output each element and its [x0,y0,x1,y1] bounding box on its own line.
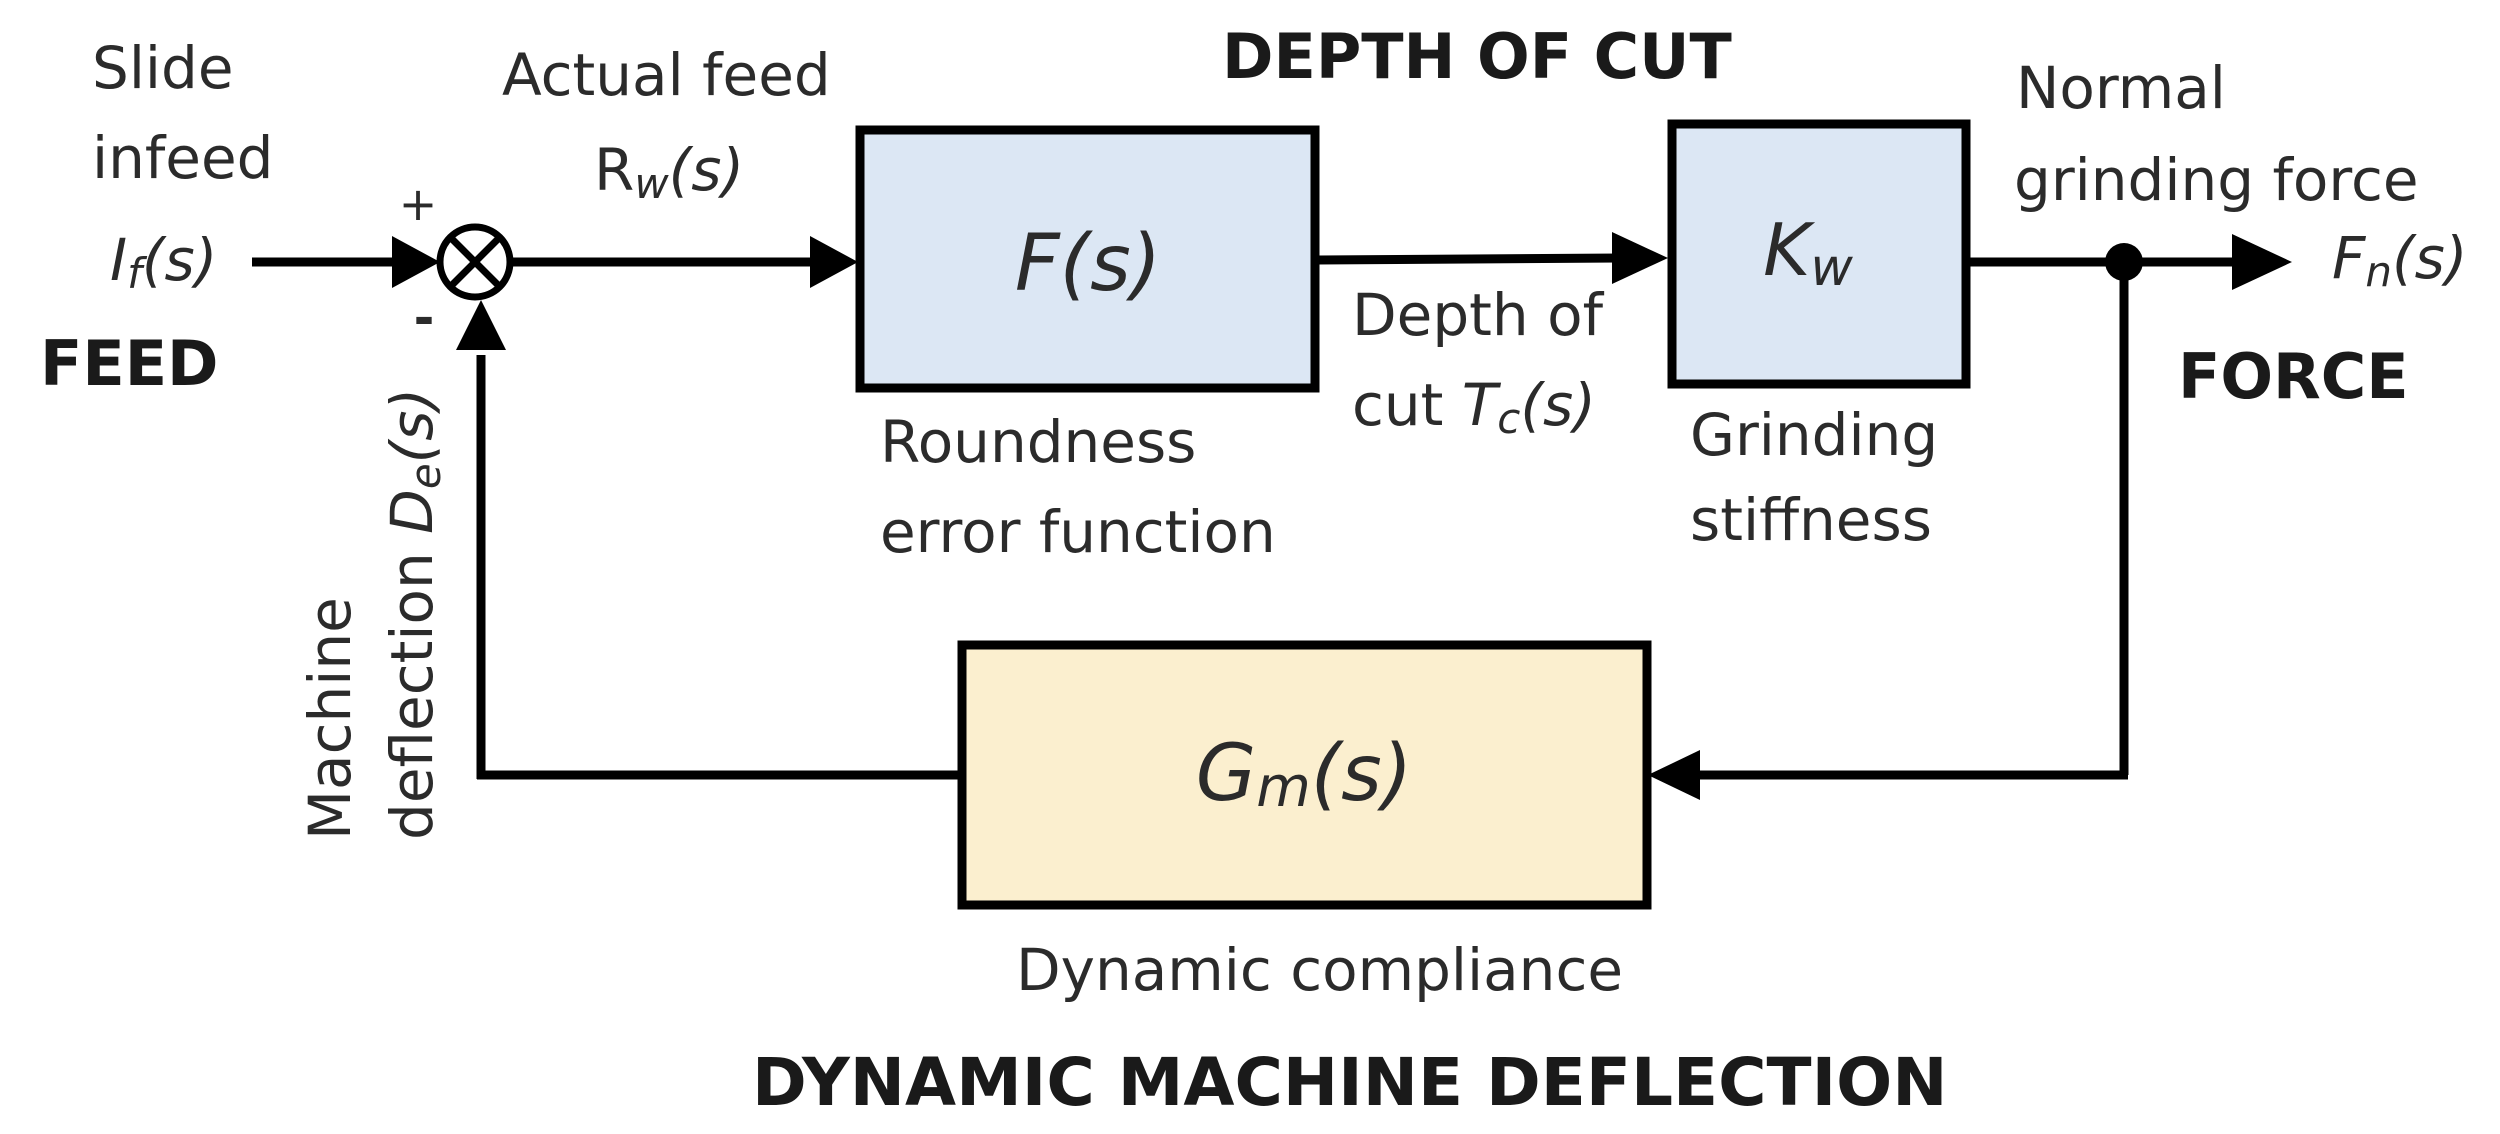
dynamic-machine-deflection-heading: DYNAMIC MACHINE DEFLECTION [752,1044,1947,1121]
signal-lines [252,253,2240,780]
stiffness-caption-line2: stiffness [1690,486,1932,554]
stiffness-caption-line1: Grinding [1690,401,1938,469]
feedback-label-line1: Machine [296,597,364,840]
feedback-label-text: deflection [378,534,446,840]
actual-feed-symbol-main: R [594,136,634,204]
compliance-block-symbol: Gm(s) [1196,729,1413,820]
compliance-block-box [957,640,1652,910]
arrow-force-output [2232,234,2292,290]
depth-of-cut-symbol-main: T [1462,371,1502,439]
output-symbol-arg: (s) [2392,224,2467,292]
compliance-symbol-sub: m [1256,755,1311,820]
takeoff-point [2105,243,2143,281]
depth-of-cut-label-line2: cut Tc(s) [1352,371,1596,443]
depth-of-cut-label-text: cut [1352,371,1462,439]
roundness-caption-line1: Roundness [880,408,1196,476]
input-symbol: If(s) [110,226,217,298]
feedback-label-line2: deflection De(s) [378,388,450,840]
output-label-line2: grinding force [2014,146,2419,214]
compliance-caption: Dynamic compliance [1016,936,1623,1004]
compliance-block: Gm(s) [957,640,1652,910]
depth-of-cut-label-line1: Depth of [1352,281,1605,349]
depth-of-cut-symbol-sub: c [1497,394,1520,443]
roundness-caption-line2: error function [880,498,1276,566]
actual-feed-symbol: Rw(s) [594,136,744,208]
feedback-symbol-sub: e [401,463,450,489]
stiffness-block-box [1667,119,1971,389]
arrow-into-roundness-block [810,236,858,288]
stiffness-block: Kw [1667,119,1971,389]
summing-junction-cross-b [447,234,503,290]
actual-feed-symbol-arg: (s) [669,136,744,204]
force-heading: FORCE [2178,340,2409,413]
junction-minus-sign: - [414,289,435,347]
stiffness-symbol-sub: w [1810,238,1853,298]
arrow-into-stiffness-block [1612,232,1668,284]
actual-feed-symbol-sub: w [634,159,669,208]
stiffness-symbol-main: K [1763,208,1815,292]
input-label-line2: infeed [92,124,273,192]
arrow-up-into-junction [456,300,506,350]
output-symbol: Fn(s) [2332,224,2467,296]
output-label-line1: Normal [2016,54,2226,122]
stiffness-block-symbol: Kw [1763,208,1853,298]
junction-plus-sign: + [399,177,438,231]
input-symbol-main: I [110,226,127,294]
depth-of-cut-symbol-arg: (s) [1520,371,1595,439]
input-label-line1: Slide [92,34,234,102]
arrow-into-junction [392,236,440,288]
arrowheads [392,232,2292,800]
arrow-into-compliance-block [1648,750,1700,800]
input-symbol-arg: (s) [142,226,217,294]
feedback-symbol-arg: (s) [378,388,446,463]
compliance-symbol-main: G [1196,729,1256,819]
feedback-symbol-main: D [378,489,446,534]
compliance-symbol-arg: (s) [1311,729,1413,819]
roundness-block-symbol: F(s) [1015,219,1161,309]
depth-of-cut-heading: DEPTH OF CUT [1222,20,1732,93]
roundness-block-box [855,125,1320,393]
depth-of-cut-line [1317,253,1621,265]
output-symbol-sub: n [2365,247,2392,296]
summing-junction: + - [399,177,514,347]
feed-heading: FEED [40,327,219,400]
roundness-block: F(s) [855,125,1320,393]
output-symbol-main: F [2332,224,2367,292]
actual-feed-label: Actual feed [502,41,831,109]
